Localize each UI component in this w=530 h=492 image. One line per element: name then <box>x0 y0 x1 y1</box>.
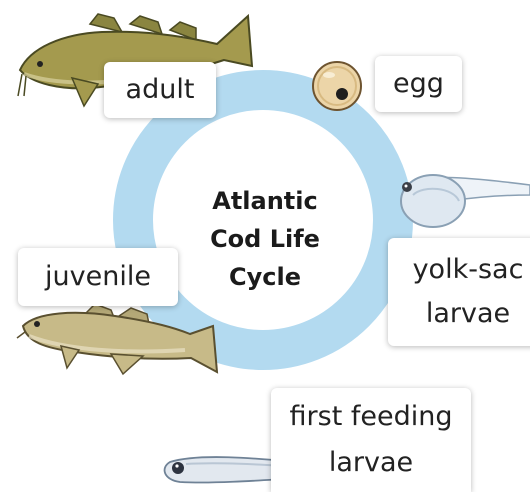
stage-label-adult: adult <box>104 62 216 118</box>
egg-icon <box>311 60 363 112</box>
stage-label-first-feeding-larvae: first feeding larvae <box>271 388 471 492</box>
yolk-sac-larva-icon <box>393 165 530 233</box>
stage-label-egg: egg <box>375 56 462 112</box>
diagram-title: Atlantic Cod Life Cycle <box>195 182 335 296</box>
title-line-1: Atlantic <box>195 182 335 220</box>
stage-label-yolk-sac-larvae: yolk-sac larvae <box>388 238 530 346</box>
title-line-3: Cycle <box>195 258 335 296</box>
juvenile-cod-icon <box>15 298 225 382</box>
title-line-2: Cod Life <box>195 220 335 258</box>
stage-label-juvenile: juvenile <box>18 248 178 306</box>
